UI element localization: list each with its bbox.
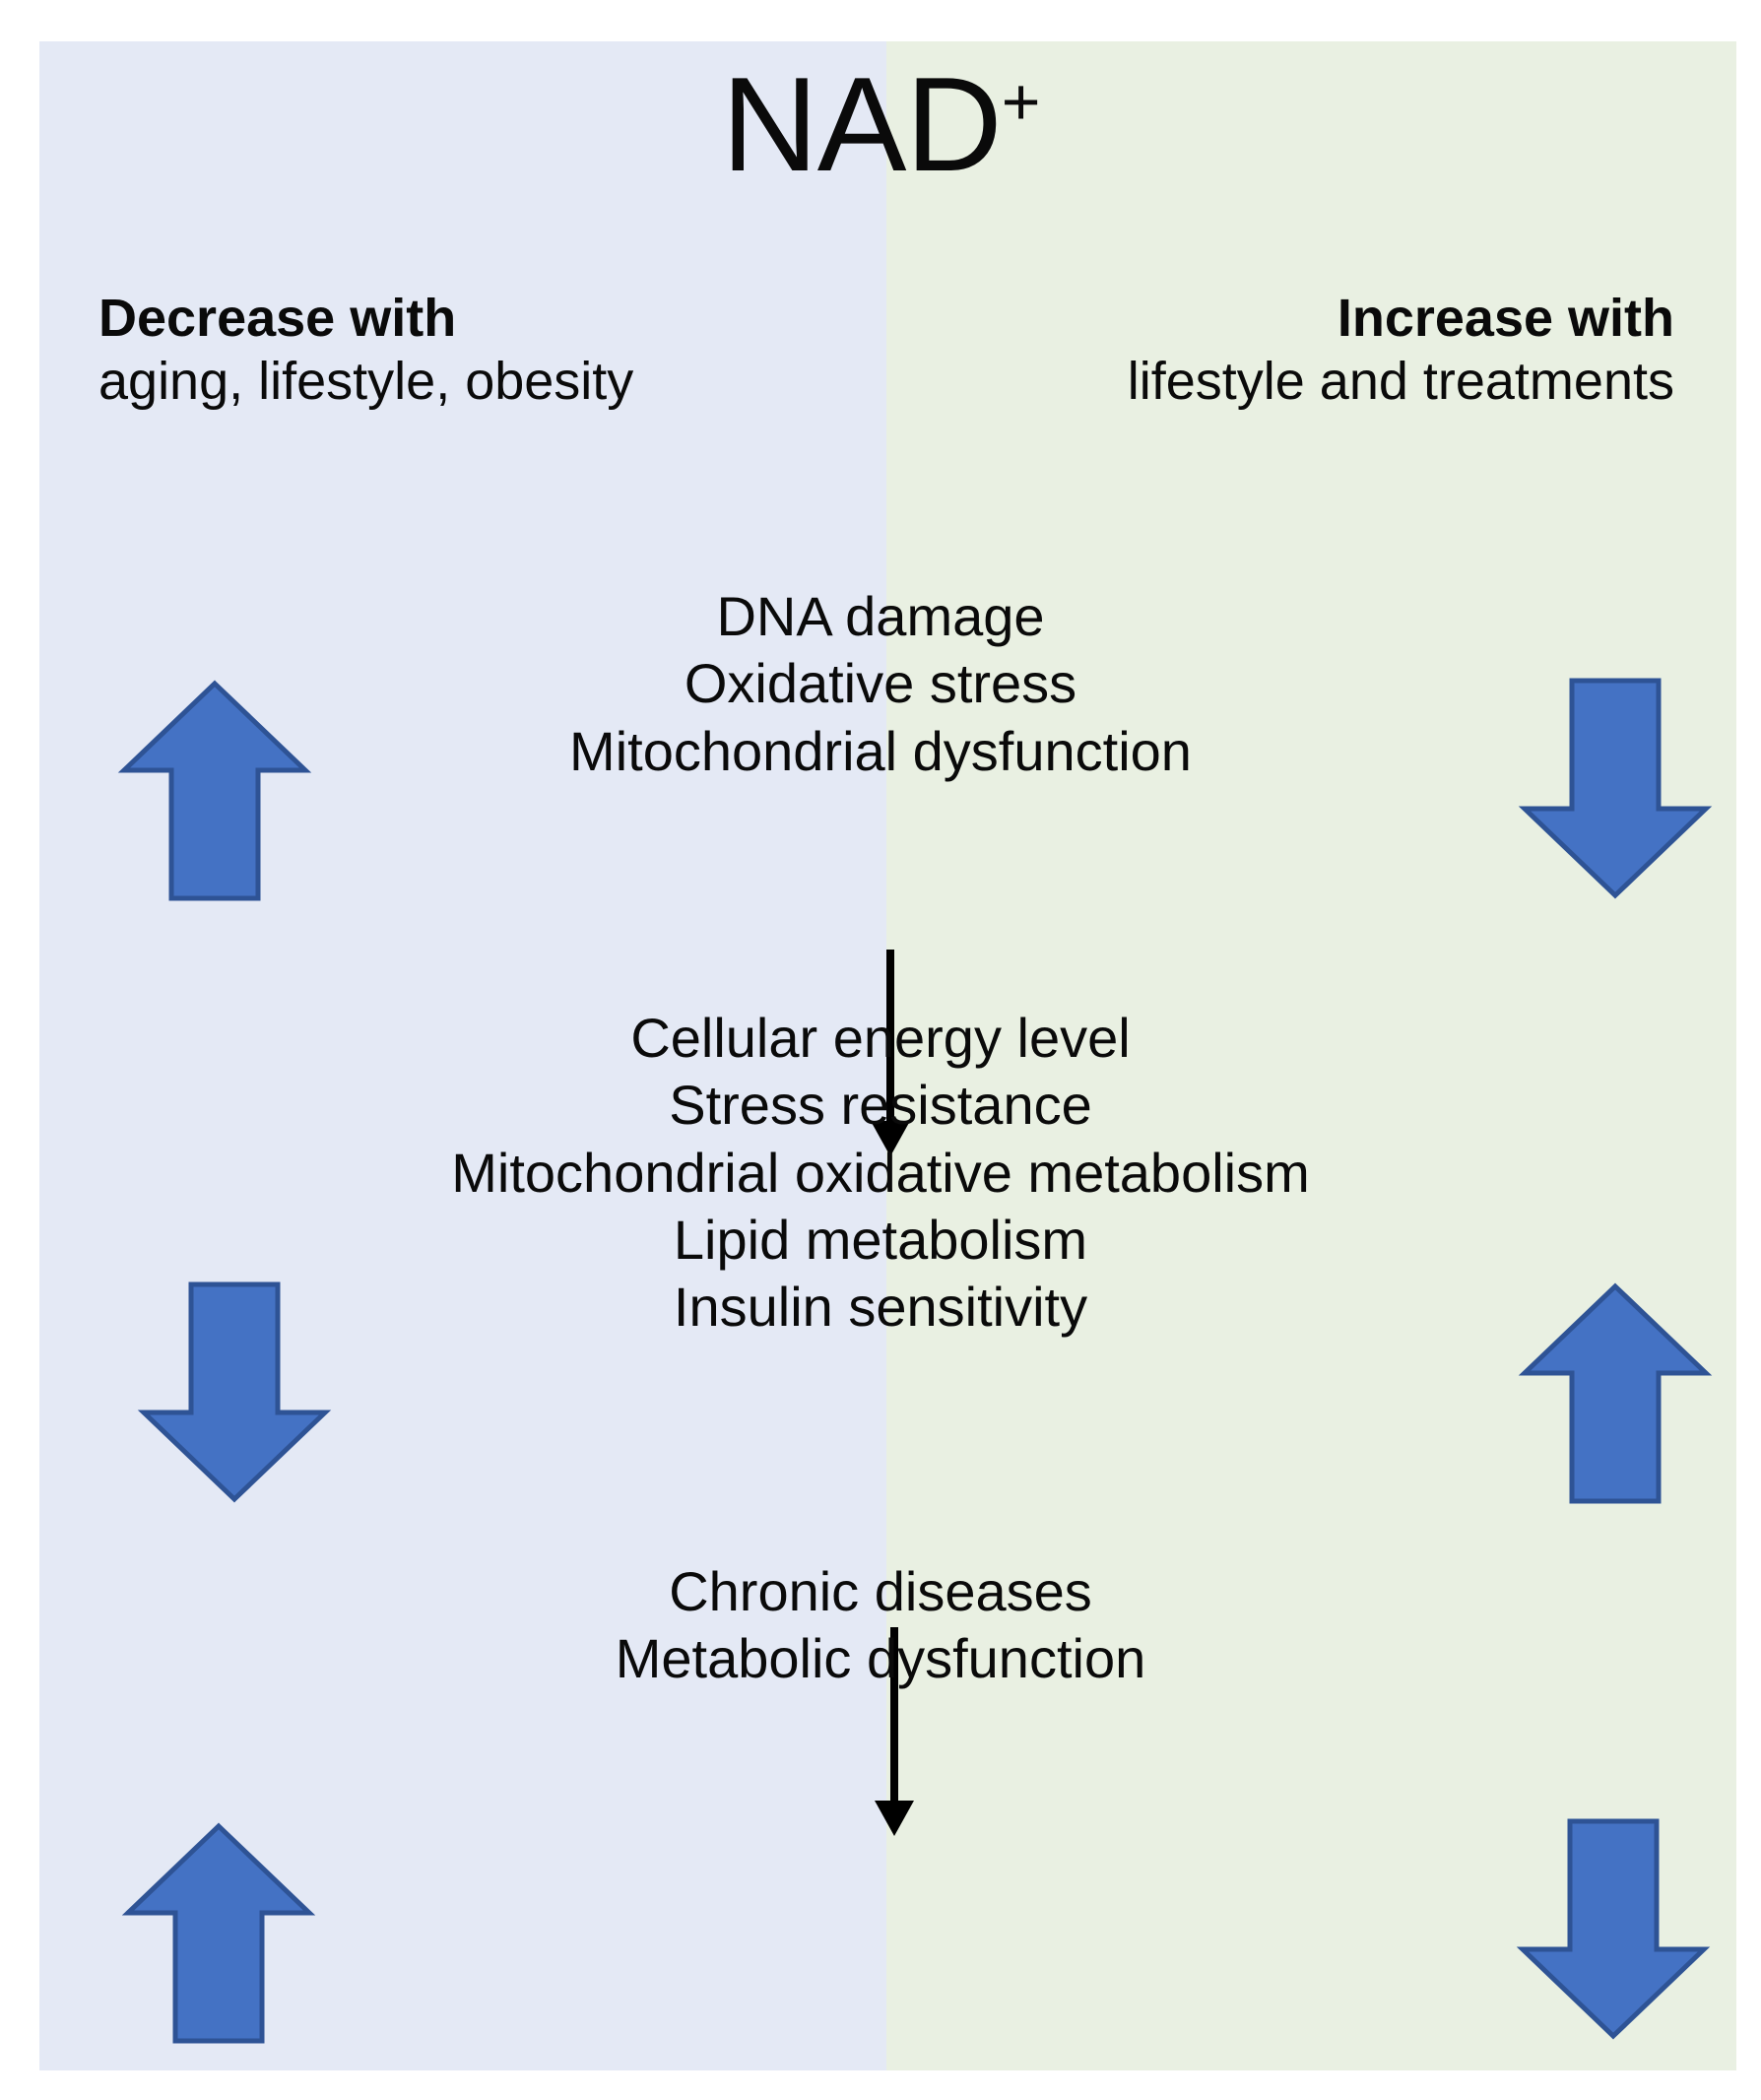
text-line: Oxidative stress <box>684 652 1077 715</box>
text-line: Chronic diseases <box>669 1560 1092 1622</box>
down-arrow-icon-function-left <box>137 1281 332 1503</box>
down-arrow-icon-damage-right <box>1518 678 1713 899</box>
left-header-body: aging, lifestyle, obesity <box>98 351 634 411</box>
up-arrow-icon-function-right <box>1518 1282 1713 1504</box>
left-header-bold: Decrease with <box>98 289 457 348</box>
section-outcome-text: Chronic diseases Metabolic dysfunction <box>0 1558 1761 1693</box>
text-line: DNA damage <box>716 585 1045 647</box>
section-damage-text: DNA damage Oxidative stress Mitochondria… <box>0 583 1761 785</box>
text-line: Metabolic dysfunction <box>615 1627 1146 1690</box>
down-arrow-icon-outcome-right <box>1516 1818 1711 2040</box>
section-function-text: Cellular energy level Stress resistance … <box>0 1005 1761 1342</box>
text-line: Mitochondrial dysfunction <box>569 719 1192 782</box>
text-line: Stress resistance <box>669 1074 1092 1137</box>
left-column-header: Decrease with aging, lifestyle, obesity <box>98 288 650 413</box>
right-header-body: lifestyle and treatments <box>1127 351 1674 411</box>
left-panel-background <box>39 41 886 2070</box>
connector-arrow-down-1 <box>871 950 910 1156</box>
right-column-header: Increase with lifestyle and treatments <box>1064 288 1674 413</box>
text-line: Lipid metabolism <box>673 1208 1088 1271</box>
right-panel-background <box>886 41 1736 2070</box>
up-arrow-icon-outcome-left <box>121 1822 316 2044</box>
text-line: Insulin sensitivity <box>673 1276 1088 1339</box>
text-line: Mitochondrial oxidative metabolism <box>451 1141 1310 1204</box>
right-header-bold: Increase with <box>1337 289 1674 348</box>
page-title: NAD+ <box>0 57 1761 191</box>
title-superscript: + <box>1001 64 1041 140</box>
up-arrow-icon-damage-left <box>117 680 312 901</box>
text-line: Cellular energy level <box>630 1007 1131 1069</box>
connector-arrow-down-2 <box>875 1627 914 1836</box>
title-text: NAD <box>721 49 1003 199</box>
